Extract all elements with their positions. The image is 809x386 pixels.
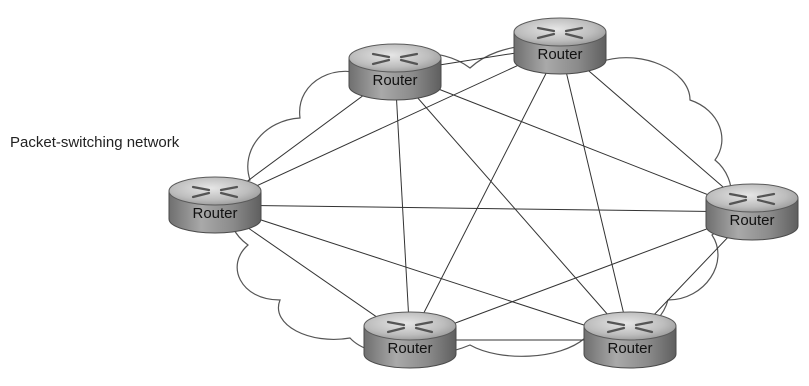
router-r4: Router — [705, 183, 799, 241]
network-cloud — [228, 44, 733, 357]
link-r1-r5 — [394, 71, 411, 341]
network-label: Packet-switching network — [10, 134, 180, 151]
router-top — [583, 311, 677, 341]
router-arrows-icon — [536, 26, 584, 40]
router-arrows-icon — [386, 320, 434, 334]
router-top — [513, 17, 607, 47]
router-r1: Router — [348, 43, 442, 101]
router-label: Router — [537, 46, 582, 63]
router-arrows-icon — [606, 320, 654, 334]
router-arrows-icon — [371, 52, 419, 66]
router-r5: Router — [363, 311, 457, 369]
router-label: Router — [387, 340, 432, 357]
router-top — [348, 43, 442, 73]
router-arrows-icon — [728, 192, 776, 206]
link-r2-r3 — [214, 45, 561, 206]
router-top — [705, 183, 799, 213]
link-r2-r5 — [409, 45, 561, 341]
link-r4-r5 — [409, 211, 753, 341]
router-arrows-icon — [191, 185, 239, 199]
link-r1-r4 — [394, 71, 753, 213]
link-r2-r4 — [559, 45, 753, 213]
router-label: Router — [192, 205, 237, 222]
links-layer — [214, 45, 753, 341]
link-r1-r6 — [394, 71, 631, 341]
router-r3: Router — [168, 176, 262, 234]
router-r6: Router — [583, 311, 677, 369]
router-top — [168, 176, 262, 206]
router-label: Router — [729, 212, 774, 229]
router-top — [363, 311, 457, 341]
router-r2: Router — [513, 17, 607, 75]
router-label: Router — [372, 72, 417, 89]
link-r3-r4 — [214, 204, 753, 213]
link-r3-r6 — [214, 204, 631, 341]
router-label: Router — [607, 340, 652, 357]
link-r2-r6 — [559, 45, 631, 341]
